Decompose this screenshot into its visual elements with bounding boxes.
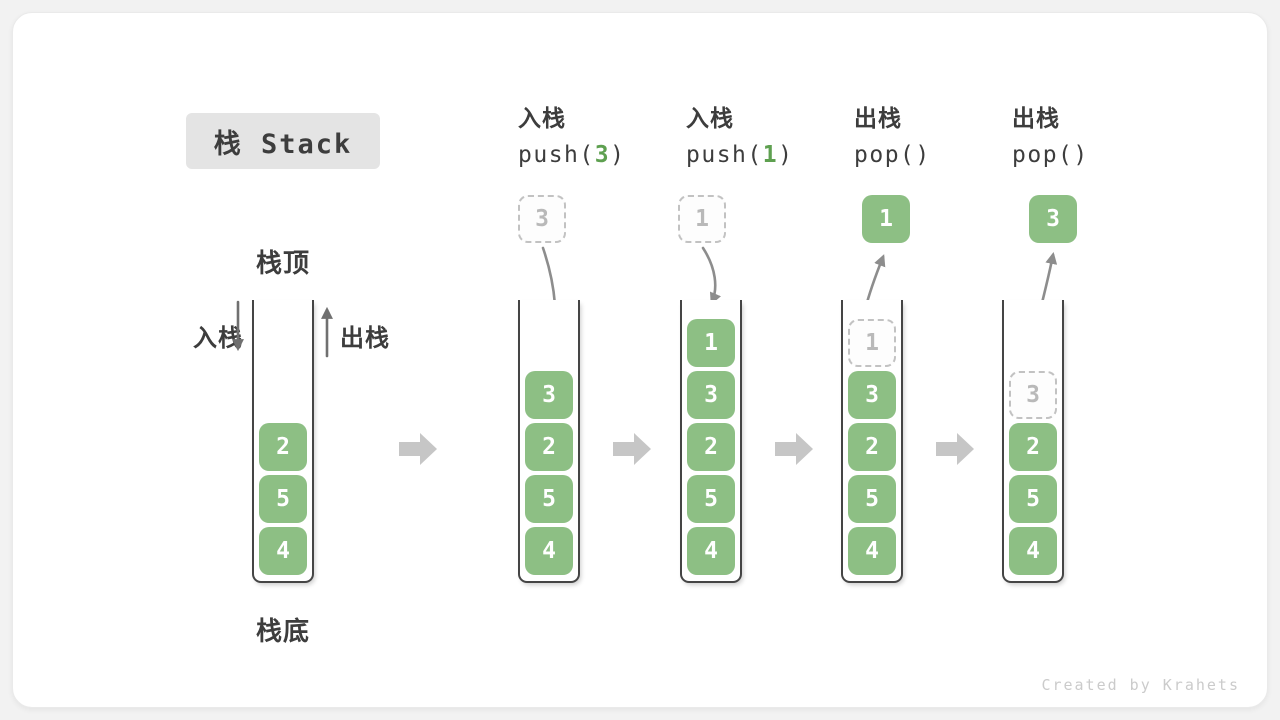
operation-arg: 3	[594, 142, 611, 168]
operation-name: 入栈	[686, 105, 734, 131]
floating-item: 3	[1029, 195, 1077, 243]
operation-name: 入栈	[518, 105, 566, 131]
diagram-title: 栈 Stack	[186, 113, 380, 169]
operation-name: 出栈	[854, 105, 902, 131]
floating-item: 1	[862, 195, 910, 243]
push-side-label: 入栈	[193, 325, 243, 352]
stack-item: 3	[687, 371, 735, 419]
operation-code: pop()	[1012, 142, 1089, 168]
transition-arrow	[936, 431, 976, 467]
operation-code: push(3)	[518, 142, 626, 168]
stack-item: 4	[259, 527, 307, 575]
stack-item: 2	[687, 423, 735, 471]
stack-bottom-label: 栈底	[256, 616, 311, 646]
operation-name: 出栈	[1012, 105, 1060, 131]
stack-item: 1	[687, 319, 735, 367]
operation-label: 入栈 push(3)	[518, 103, 625, 170]
stack-item: 5	[259, 475, 307, 523]
stack-item: 5	[1009, 475, 1057, 523]
stack-item: 3	[525, 371, 573, 419]
operation-label: 出栈 pop()	[854, 103, 931, 170]
stack-item: 4	[848, 527, 896, 575]
operation-label: 出栈 pop()	[1012, 103, 1089, 170]
transition-arrow	[775, 431, 815, 467]
stack-item: 5	[687, 475, 735, 523]
watermark: Created by Krahets	[1041, 676, 1240, 694]
floating-item: 3	[518, 195, 566, 243]
stack-item: 4	[525, 527, 573, 575]
transition-arrow	[613, 431, 653, 467]
stack-item: 5	[848, 475, 896, 523]
operation-code: pop()	[854, 142, 931, 168]
stack-item-ghost: 3	[1009, 371, 1057, 419]
stack-item: 4	[1009, 527, 1057, 575]
stack-item: 3	[848, 371, 896, 419]
stack-item: 2	[1009, 423, 1057, 471]
stack-top-label: 栈顶	[256, 248, 311, 278]
pop-side-label: 出栈	[340, 325, 390, 352]
push-1-arrow	[701, 246, 721, 305]
operation-arg: 1	[762, 142, 779, 168]
stack-item: 5	[525, 475, 573, 523]
stack-item: 4	[687, 527, 735, 575]
operation-code: push(1)	[686, 142, 794, 168]
stack-item: 2	[848, 423, 896, 471]
stack-item: 2	[525, 423, 573, 471]
stack-item: 2	[259, 423, 307, 471]
floating-item: 1	[678, 195, 726, 243]
operation-label: 入栈 push(1)	[686, 103, 793, 170]
transition-arrow	[399, 431, 439, 467]
stack-item-ghost: 1	[848, 319, 896, 367]
